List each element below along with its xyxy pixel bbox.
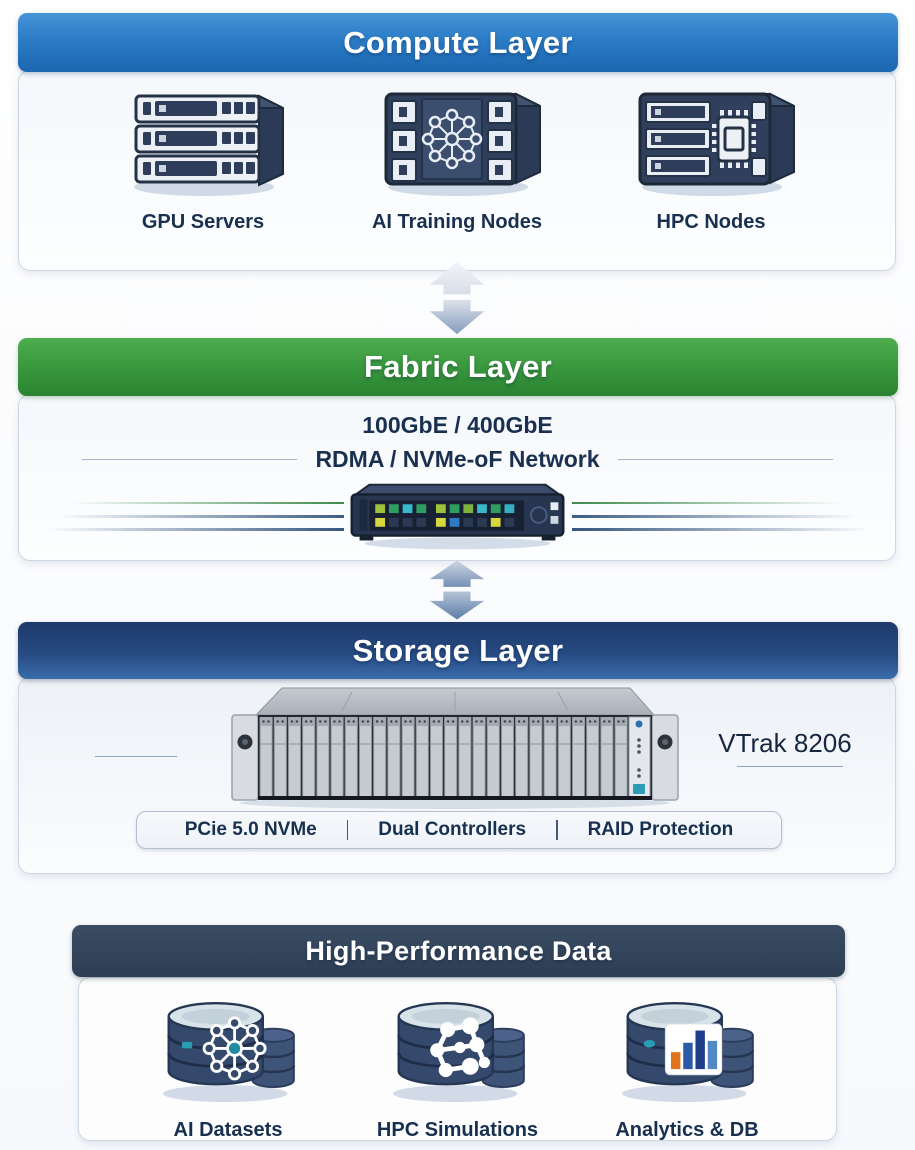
storage-feature: Dual Controllers xyxy=(378,819,527,840)
cpu-chip-server-icon xyxy=(624,86,799,203)
updown-arrow-icon xyxy=(426,559,488,626)
storage-device-label: VTrak 8206 xyxy=(718,728,852,758)
updown-arrow-icon xyxy=(426,260,488,341)
speed-line-navy-left xyxy=(58,515,344,518)
fabric-network-text: RDMA / NVMe-oF Network xyxy=(315,446,600,472)
data-layer-header: High-Performance Data xyxy=(72,925,845,977)
speed-line-navy-left xyxy=(46,528,344,531)
divider-line xyxy=(617,459,833,460)
separator xyxy=(556,820,558,840)
data-items-row: AI Datasets xyxy=(78,988,837,1142)
storage-layer-title: Storage Layer xyxy=(352,632,564,668)
fabric-speeds-text: 100GbE / 400GbE xyxy=(362,412,553,438)
compute-layer-header: Compute Layer xyxy=(18,13,898,72)
data-item-ai-datasets: AI Datasets xyxy=(118,988,338,1142)
server-stack-icon xyxy=(116,86,291,203)
network-switch-icon xyxy=(340,480,575,557)
storage-feature: RAID Protection xyxy=(587,819,734,840)
database-barchart-icon xyxy=(607,988,767,1111)
data-item-label: Analytics & DB xyxy=(615,1119,759,1141)
data-item-hpc-simulations: HPC Simulations xyxy=(348,988,568,1142)
storage-features-bar: PCie 5.0 NVMe Dual Controllers RAID Prot… xyxy=(136,811,782,849)
database-neural-icon xyxy=(148,988,308,1111)
separator xyxy=(346,820,349,840)
speed-line-navy-right xyxy=(572,528,870,531)
divider-line xyxy=(82,459,298,460)
storage-feature: PCie 5.0 NVMe xyxy=(184,819,317,840)
compute-item-ai-training: AI Training Nodes xyxy=(332,86,582,234)
compute-item-hpc-nodes: HPC Nodes xyxy=(586,86,836,234)
ai-network-server-icon xyxy=(370,86,545,203)
compute-item-gpu-servers: GPU Servers xyxy=(78,86,328,234)
compute-layer-title: Compute Layer xyxy=(343,24,573,60)
compute-items-row: GPU Servers xyxy=(18,86,896,234)
data-layer-title: High-Performance Data xyxy=(305,935,612,966)
database-molecule-icon xyxy=(378,988,538,1111)
data-item-label: HPC Simulations xyxy=(376,1119,539,1141)
compute-item-label: GPU Servers xyxy=(141,211,265,233)
speed-line-navy-right xyxy=(572,515,858,518)
data-item-analytics-db: Analytics & DB xyxy=(577,988,797,1142)
storage-array-icon xyxy=(202,684,708,815)
divider-line xyxy=(737,766,843,767)
fabric-layer-title: Fabric Layer xyxy=(364,349,552,384)
fabric-layer-header: Fabric Layer xyxy=(18,338,898,396)
speed-line-green-left xyxy=(72,502,344,504)
compute-item-label: AI Training Nodes xyxy=(371,211,543,233)
compute-item-label: HPC Nodes xyxy=(656,211,766,233)
data-item-label: AI Datasets xyxy=(173,1119,283,1141)
fabric-network-row: RDMA / NVMe-oF Network xyxy=(0,446,915,473)
storage-layer-header: Storage Layer xyxy=(18,622,898,679)
divider-line xyxy=(95,756,177,757)
speed-line-green-right xyxy=(572,502,844,504)
